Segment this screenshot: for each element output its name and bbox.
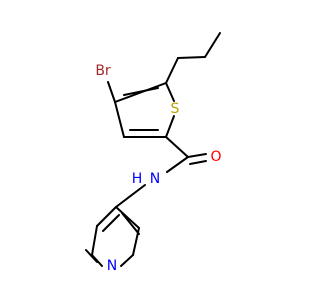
bond-c4-c5-double	[123, 87, 159, 96]
bond-propyl-1	[165, 57, 179, 84]
bromine-label: Br	[95, 63, 111, 79]
bond-py-6	[96, 206, 117, 227]
bond-propyl-2	[177, 56, 206, 59]
structure-diagram: Br S O H N N	[85, 32, 222, 274]
bond-carbonyl-n	[166, 156, 189, 173]
bond-py-6-double	[102, 214, 120, 232]
bond-c4-br	[107, 81, 116, 103]
bond-py-4-double	[85, 249, 98, 263]
sulfur-label: S	[171, 101, 180, 117]
amide-nitrogen-label: N	[150, 171, 160, 187]
bond-py-3	[120, 254, 134, 267]
amide-hydrogen-label: H	[132, 171, 143, 187]
bond-carbonyl-o	[187, 153, 207, 158]
molecule-canvas: Br S O H N N	[85, 32, 222, 274]
oxygen-label: O	[210, 149, 221, 165]
bond-py-2	[132, 227, 140, 256]
bond-propyl-3	[204, 32, 221, 58]
bond-n-c4py	[115, 184, 146, 208]
bond-py-4	[91, 254, 103, 267]
bond-carbonyl-o-double	[189, 160, 207, 165]
bond-py-1	[115, 206, 140, 229]
bond-py-5	[91, 225, 98, 256]
bond-py-1-double	[121, 212, 140, 235]
bond-c2-carbonyl	[165, 136, 189, 158]
pyridine-nitrogen-label: N	[107, 258, 117, 274]
bond-s-c2	[165, 115, 175, 138]
bond-c3-c4	[114, 101, 125, 138]
bond-c5-s	[165, 82, 175, 102]
